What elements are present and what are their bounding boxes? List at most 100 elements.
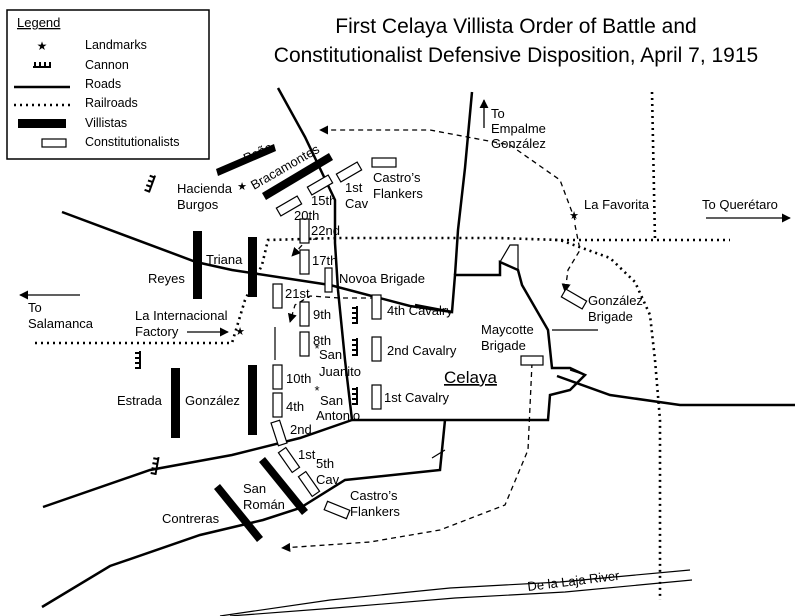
roads [41,87,795,609]
label-2nd-cavalry: 2nd Cavalry [387,343,457,358]
novoa-brigade-box [324,267,333,293]
label-17th: 17th [312,253,337,268]
label-to-empalme: To [491,106,505,121]
label-maycotte-2: Brigade [481,338,526,353]
label-21st: 21st [285,286,310,301]
label-castro-bottom-2: Flankers [350,504,400,519]
legend-label-villistas: Villistas [85,116,127,130]
unit-20th-box [275,195,303,217]
cannon-icon [352,338,358,356]
label-contreras: Contreras [162,511,220,526]
villista-contreras-bar [214,484,263,542]
cav1-bottom-box [371,384,382,410]
unit-1st-box [277,446,301,474]
label-9th: 9th [313,307,331,322]
cav1-top-box [335,161,363,183]
villista-san-roman-bar [259,457,308,515]
label-20th: 20th [294,208,319,223]
map-title-line2: Constitutionalist Defensive Disposition,… [274,44,758,67]
label-1st-cavalry: 1st Cavalry [384,390,450,405]
label-estrada: Estrada [117,393,163,408]
cannon-icon [144,174,157,193]
gonzalez-brigade-box [560,288,588,310]
label-cav5-2: Cav [316,472,340,487]
unit-22nd-box [299,218,310,244]
label-castro-bottom-1: Castro’s [350,488,398,503]
villista-reyes-bar [193,231,202,299]
maycotte-brigade-box [520,355,544,366]
direction-arrows [19,99,791,337]
label-hacienda: Hacienda [177,181,233,196]
unit-2nd-box [270,419,288,447]
label-gonzalez-brigade-1: González [588,293,643,308]
cannon-icon [135,351,141,369]
label-cav1-top-2: Cav [345,196,369,211]
label-san-antonio-2: Antonio [316,408,360,423]
legend-label-constitutionalists: Constitutionalists [85,135,180,149]
label-22nd: 22nd [311,223,340,238]
label-8th: 8th [313,333,331,348]
star-icon: ★ [569,210,579,222]
constitutionalist-box-icon [41,138,67,148]
celaya-town-detail [431,244,598,459]
star-icon: ★ [237,181,247,193]
villista-bracamontes-bar [262,153,333,200]
label-15th: 15th [311,193,336,208]
label-gonzalez-brigade-2: Brigade [588,309,633,324]
river [219,569,693,616]
constitutionalist-units [270,157,588,520]
label-burgos: Burgos [177,197,219,212]
label-san-antonio-1: San [320,393,343,408]
label-10th: 10th [286,371,311,386]
label-4th-cavalry: 4th Cavalry [387,303,453,318]
unit-15th-box [306,174,334,196]
label-triana: Triana [206,252,243,267]
label-pena: Peña [241,139,276,166]
cav5-box [297,470,321,498]
star-icon: ★ [37,39,48,53]
label-castro-top-1: Castro’s [373,170,421,185]
villista-units [171,144,333,542]
label-to-salamanca-1: To [28,300,42,315]
unit-21st-box [272,283,283,309]
label-1st: 1st [298,447,316,462]
label-san-juanito-1: San [319,347,342,362]
label-celaya: Celaya [444,368,497,387]
label-san-roman-1: San [243,481,266,496]
legend-heading: Legend [17,15,60,30]
label-empalme: Empalme [491,121,546,136]
label-4th: 4th [286,399,304,414]
label-san-roman-2: Román [243,497,285,512]
cannon-icon [150,456,160,476]
unit-9th-box [299,301,310,327]
unit-10th-box [272,364,283,390]
villista-pena-bar [216,144,276,176]
star-icon: ★ [235,326,245,338]
label-san-juanito-2: Juanito [319,364,361,379]
label-reyes: Reyes [148,271,185,286]
cav4-box [371,294,382,320]
unit-8th-box [299,331,310,357]
cannon-icon [33,62,51,68]
villista-bar-icon [18,119,66,128]
label-novoa-brigade: Novoa Brigade [339,271,425,286]
villista-gonzalez-bar [248,365,257,435]
label-castro-top-2: Flankers [373,186,423,201]
unit-4th-box [272,392,283,418]
cannon-icon [352,306,358,324]
label-cav1-top-1: 1st [345,180,363,195]
label-gonzalez: González [185,393,240,408]
label-to-queretaro: To Querétaro [702,197,778,212]
castro-flankers-top-box [371,157,397,168]
map-title-line1: First Celaya Villista Order of Battle an… [335,15,696,38]
villista-triana-bar [248,237,257,297]
label-2nd: 2nd [290,422,312,437]
asterisk-icon: * [314,341,319,356]
unit-17th-box [299,249,310,275]
villista-estrada-bar [171,368,180,438]
cannon-icon [352,387,358,405]
legend-label-railroads: Railroads [85,96,138,110]
label-laja-river: De la Laja River [527,568,621,594]
legend: Legend ★ Landmarks Cannon Roads Railroad… [6,9,210,160]
